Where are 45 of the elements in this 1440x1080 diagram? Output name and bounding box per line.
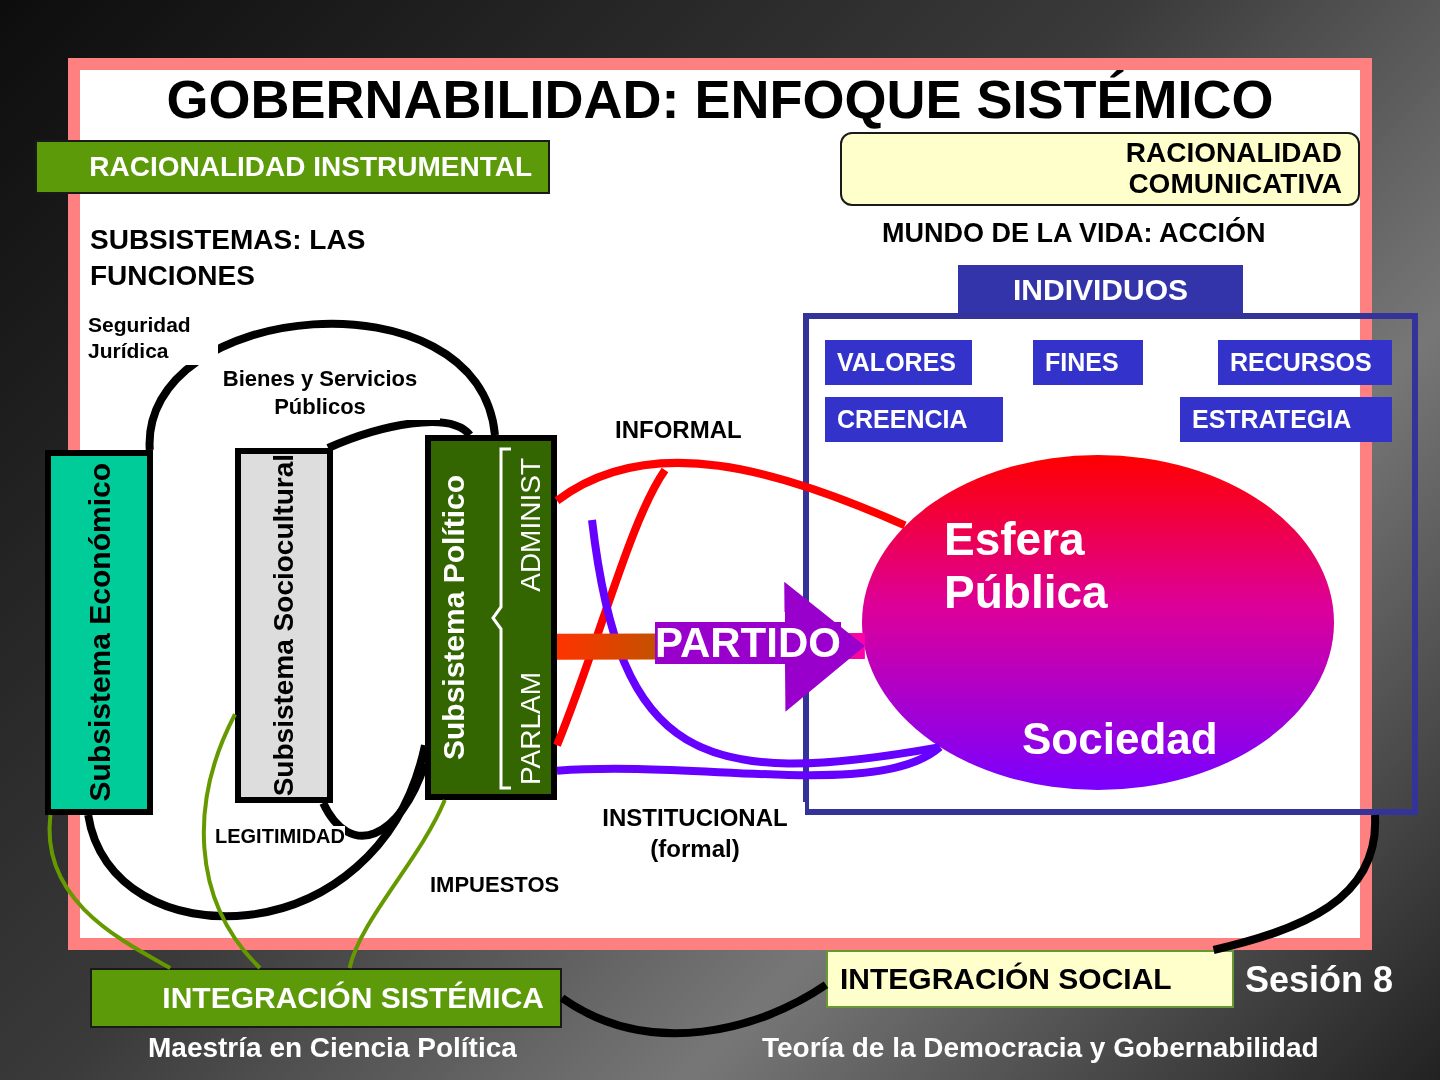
- footer-text: Maestría en Ciencia Política: [148, 1034, 518, 1062]
- header-tab: [958, 265, 1243, 315]
- edge-label: LEGITIMIDAD: [215, 826, 345, 846]
- bar-label: INTEGRACIÓN SISTÉMICA: [162, 983, 544, 1013]
- subsystem-box: [45, 450, 153, 815]
- title-bar: [826, 950, 1234, 1008]
- connector-line: [553, 467, 669, 747]
- section-heading: SUBSISTEMAS: LAS FUNCIONES: [90, 223, 367, 294]
- connector-line: [559, 981, 829, 1038]
- concept-label: CREENCIA: [837, 407, 968, 432]
- ellipse-title: Esfera Pública: [944, 513, 1109, 619]
- concept-label: ESTRATEGIA: [1192, 407, 1352, 432]
- title-bar: [90, 968, 562, 1028]
- tab-label: INDIVIDUOS: [1013, 275, 1188, 305]
- session-label: Sesión 8: [1245, 962, 1395, 998]
- concept-label: RECURSOS: [1230, 350, 1372, 375]
- connector-line: [326, 418, 473, 452]
- edge-label: PARTIDO: [655, 622, 841, 664]
- subsystem-label: Subsistema Sociocultural: [268, 454, 300, 797]
- connector-line: [554, 459, 907, 530]
- connector-line: [347, 799, 447, 969]
- concept-box: [825, 397, 1003, 442]
- subsystem-label: Subsistema Económico: [82, 463, 116, 802]
- concept-box: [1180, 397, 1392, 442]
- bar-label: RACIONALIDAD COMUNICATIVA: [1124, 138, 1342, 200]
- connector-line: [588, 519, 941, 768]
- connector-line: [1212, 814, 1379, 954]
- title-bar: [840, 132, 1360, 206]
- concept-label: FINES: [1045, 350, 1119, 375]
- connector-line: [145, 320, 499, 451]
- ellipse-label: Sociedad: [1022, 717, 1218, 761]
- title-bar: [35, 140, 550, 194]
- footer-text: Teoría de la Democracia y Gobernabilidad: [762, 1034, 1320, 1062]
- subsystem-box: [235, 448, 333, 803]
- bar-label: RACIONALIDAD INSTRUMENTAL: [89, 153, 532, 181]
- concept-box: [1033, 340, 1143, 385]
- concept-box: [825, 340, 972, 385]
- connector-line: [202, 713, 262, 970]
- section-label: PARLAM: [517, 672, 545, 786]
- section-label: ADMINIST: [517, 458, 545, 592]
- subsystem-box: [425, 435, 557, 800]
- subsystem-label: Subsistema Político: [439, 473, 469, 763]
- bar-label: INTEGRACIÓN SOCIAL: [840, 964, 1172, 994]
- concept-box: [1218, 340, 1392, 385]
- concept-label: VALORES: [837, 350, 956, 375]
